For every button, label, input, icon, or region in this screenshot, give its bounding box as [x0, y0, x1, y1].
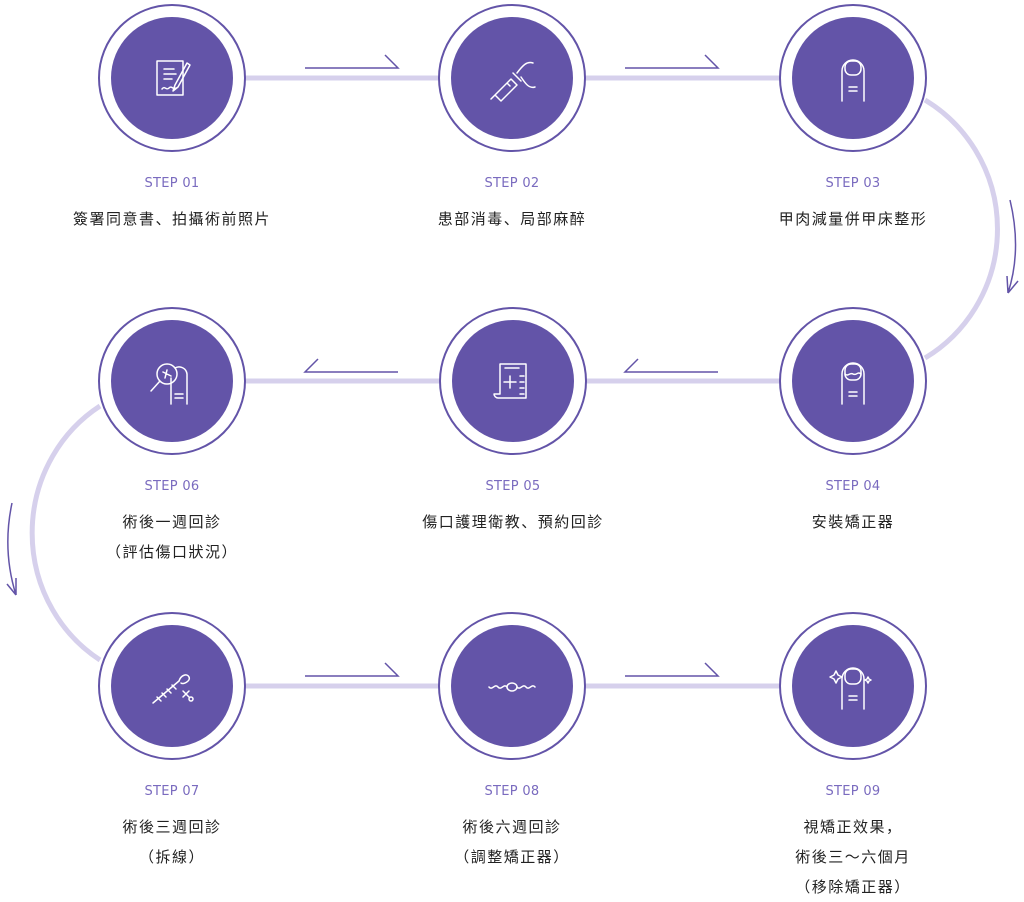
step-label: STEP 07: [144, 784, 200, 799]
step-title-line: 術後三～六個月: [795, 848, 911, 866]
stitches-scissors-icon: [152, 674, 194, 704]
step-circle-fill: [792, 320, 914, 442]
step-title: 視矯正效果， 術後三～六個月 （移除矯正器）: [733, 812, 973, 902]
step-circle-fill: [111, 320, 233, 442]
sparkle-nail-icon: [829, 667, 872, 710]
step-circle: [98, 307, 246, 455]
step-title: 安裝矯正器: [733, 507, 973, 537]
arrow-right-icon: [305, 54, 400, 69]
step-circle-fill: [111, 17, 233, 139]
step-circle: [438, 612, 586, 760]
step-title-line: 視矯正效果，: [803, 818, 903, 836]
step-title: 術後六週回診 （調整矯正器）: [392, 812, 632, 872]
step-label: STEP 01: [144, 176, 200, 191]
arrow-right-icon: [305, 662, 400, 677]
magnifier-nail-icon: [150, 363, 188, 405]
step-label: STEP 06: [144, 479, 200, 494]
step-title-line: （拆線）: [138, 848, 205, 866]
step-label: STEP 02: [484, 176, 540, 191]
step-title: 簽署同意書、拍攝術前照片: [52, 204, 292, 234]
step-title-line: （調整矯正器）: [454, 848, 570, 866]
nail-brace-icon: [841, 362, 865, 405]
step-title-line: 傷口護理衛教、預約回診: [422, 513, 604, 531]
arrow-down-icon: [6, 502, 17, 596]
syringe-icon: [490, 61, 536, 102]
arrow-left-icon: [303, 358, 398, 373]
step-title: 傷口護理衛教、預約回診: [393, 507, 633, 537]
step-title-line: （移除矯正器）: [795, 878, 911, 896]
step-circle-fill: [111, 625, 233, 747]
step-label: STEP 04: [825, 479, 881, 494]
step-circle: [439, 307, 587, 455]
step-title: 術後一週回診 （評估傷口狀況）: [52, 507, 292, 567]
step-title-line: （評估傷口狀況）: [105, 543, 238, 561]
step-circle-fill: [451, 17, 573, 139]
step-circle-fill: [452, 320, 574, 442]
step-circle: [98, 612, 246, 760]
step-circle: [779, 4, 927, 152]
step-circle-fill: [792, 625, 914, 747]
step-circle: [98, 4, 246, 152]
nail-icon: [841, 59, 865, 102]
arrow-left-icon: [623, 358, 718, 373]
step-title-line: 甲肉減量併甲床整形: [778, 210, 928, 228]
medical-scroll-icon: [493, 363, 527, 399]
step-circle-fill: [451, 625, 573, 747]
step-label: STEP 08: [484, 784, 540, 799]
connector-curve-left: [29, 403, 102, 663]
step-title: 甲肉減量併甲床整形: [733, 204, 973, 234]
step-title: 患部消毒、局部麻醉: [392, 204, 632, 234]
arrow-right-icon: [625, 54, 720, 69]
step-circle-fill: [792, 17, 914, 139]
step-title-line: 術後三週回診: [122, 818, 222, 836]
step-circle: [438, 4, 586, 152]
step-title-line: 簽署同意書、拍攝術前照片: [72, 210, 271, 228]
step-label: STEP 05: [485, 479, 541, 494]
step-label: STEP 09: [825, 784, 881, 799]
step-label: STEP 03: [825, 176, 881, 191]
step-title-line: 術後一週回診: [122, 513, 222, 531]
arrow-right-icon: [625, 662, 720, 677]
step-circle: [779, 612, 927, 760]
step-title-line: 術後六週回診: [462, 818, 562, 836]
connector-curve-right: [923, 97, 1000, 361]
step-title: 術後三週回診 （拆線）: [52, 812, 292, 872]
step-circle: [779, 307, 927, 455]
step-title-line: 患部消毒、局部麻醉: [437, 210, 587, 228]
step-title-line: 安裝矯正器: [811, 513, 895, 531]
brace-wire-icon: [488, 682, 536, 692]
arrow-down-icon: [1006, 199, 1019, 294]
document-sign-icon: [156, 60, 191, 96]
